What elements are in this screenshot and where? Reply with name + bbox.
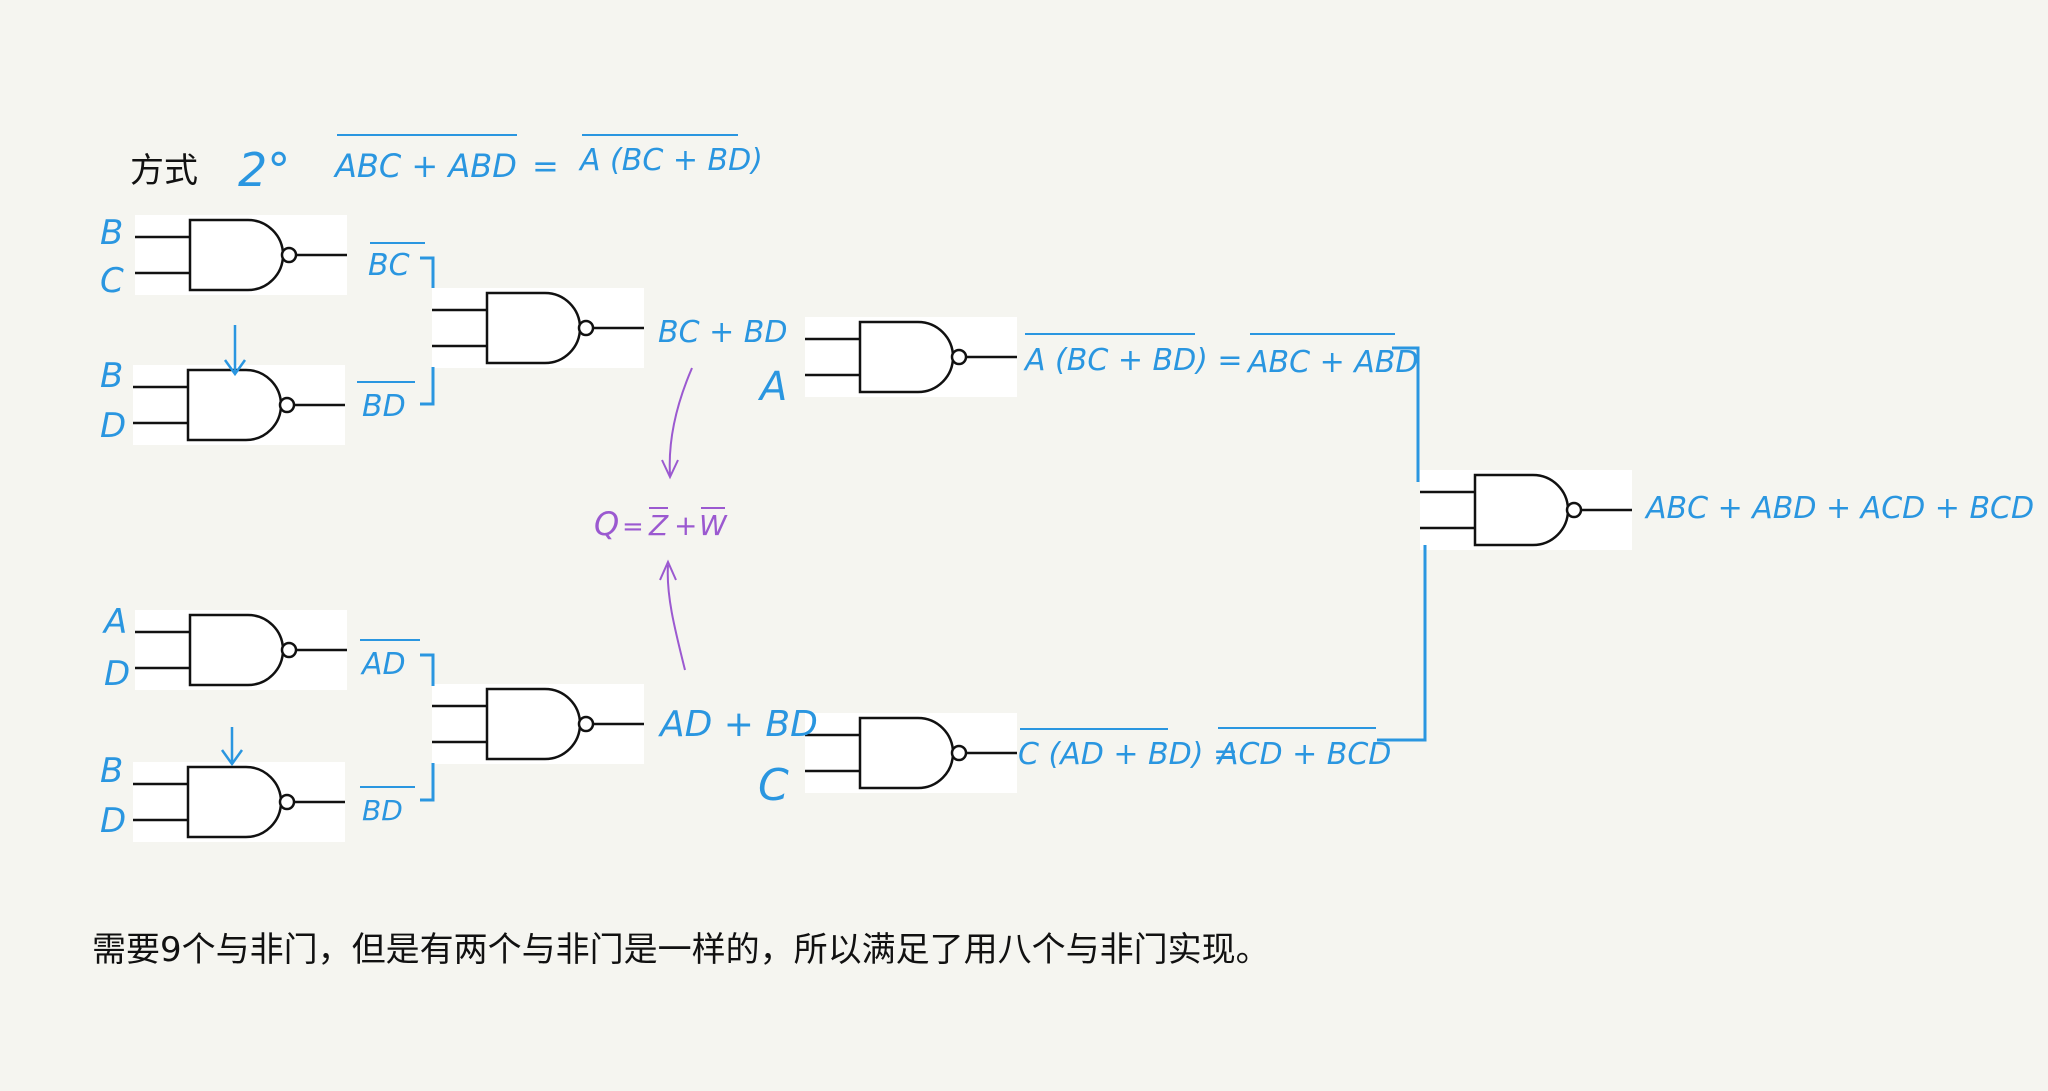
nand-gate-5 (131, 760, 347, 844)
input-g1-b: C (100, 261, 124, 301)
note-plus: + (674, 509, 697, 542)
wire-labels: BC BD BC + BD AD BD AD + BD A (BC + BD) … (357, 242, 2034, 827)
input-g5-a: B (100, 751, 123, 791)
nand-gate-8 (803, 711, 1019, 795)
down-arrow-icon (220, 727, 244, 767)
input-g2-b: D (100, 406, 126, 446)
input-labels: B C B D A D B D A C (100, 213, 789, 841)
input-g1-a: B (100, 213, 123, 253)
label-g2-out: BD (362, 389, 406, 424)
note-q: Q (594, 505, 619, 543)
blue-wires (420, 256, 1427, 802)
label-g4-out: AD (360, 647, 406, 682)
heading-number: 2° (238, 143, 290, 197)
label-bot-mid-right: ACD + BCD (1216, 737, 1391, 772)
note-z: Z (648, 509, 669, 542)
input-g2-a: B (100, 356, 123, 396)
nand-gate-3 (430, 286, 646, 370)
marker-arrows (220, 325, 247, 767)
heading-eq-sign: = (532, 147, 559, 185)
label-g3-out: BC + BD (658, 315, 787, 350)
nand-gate-1 (133, 213, 349, 297)
label-top-mid-right: ABC + ABD (1246, 345, 1418, 380)
down-arrow-icon (223, 325, 247, 377)
nand-gate-7 (803, 315, 1019, 399)
caption-text: 需要9个与非门，但是有两个与非门是一样的，所以满足了用八个与非门实现。 (92, 930, 1270, 970)
label-g6-out: AD + BD (658, 704, 818, 745)
label-g5-out: BD (362, 794, 403, 827)
heading-eq-right: A (BC + BD) (578, 143, 763, 178)
curved-arrow-icon (668, 367, 693, 476)
nand-gate-4 (133, 608, 349, 692)
label-g1-out: BC (368, 248, 410, 283)
input-g3-extra: A (757, 364, 787, 410)
label-bot-mid-left: C (AD + BD) = (1018, 737, 1238, 772)
input-g4-b: D (104, 654, 130, 694)
heading-label: 方式 (130, 151, 198, 191)
note-eq: = (622, 512, 644, 542)
curved-arrow-icon (666, 564, 686, 671)
nand-gate-6 (430, 682, 646, 766)
purple-note: Q = Z + W (594, 367, 728, 671)
input-g5-b: D (100, 801, 126, 841)
note-w: W (699, 509, 728, 542)
label-top-mid-left: A (BC + BD) = (1023, 343, 1243, 378)
label-final-out: ABC + ABD + ACD + BCD (1644, 491, 2034, 526)
arrowhead-icon (659, 559, 677, 581)
heading-eq-left: ABC + ABD (333, 147, 517, 185)
nand-gate-2 (131, 363, 347, 447)
heading: 方式 2° ABC + ABD = A (BC + BD) (130, 134, 763, 197)
nand-gate-9 (1418, 468, 1634, 552)
input-g4-a: A (102, 602, 127, 642)
input-g6-extra: C (758, 760, 789, 811)
arrowhead-icon (661, 459, 679, 480)
